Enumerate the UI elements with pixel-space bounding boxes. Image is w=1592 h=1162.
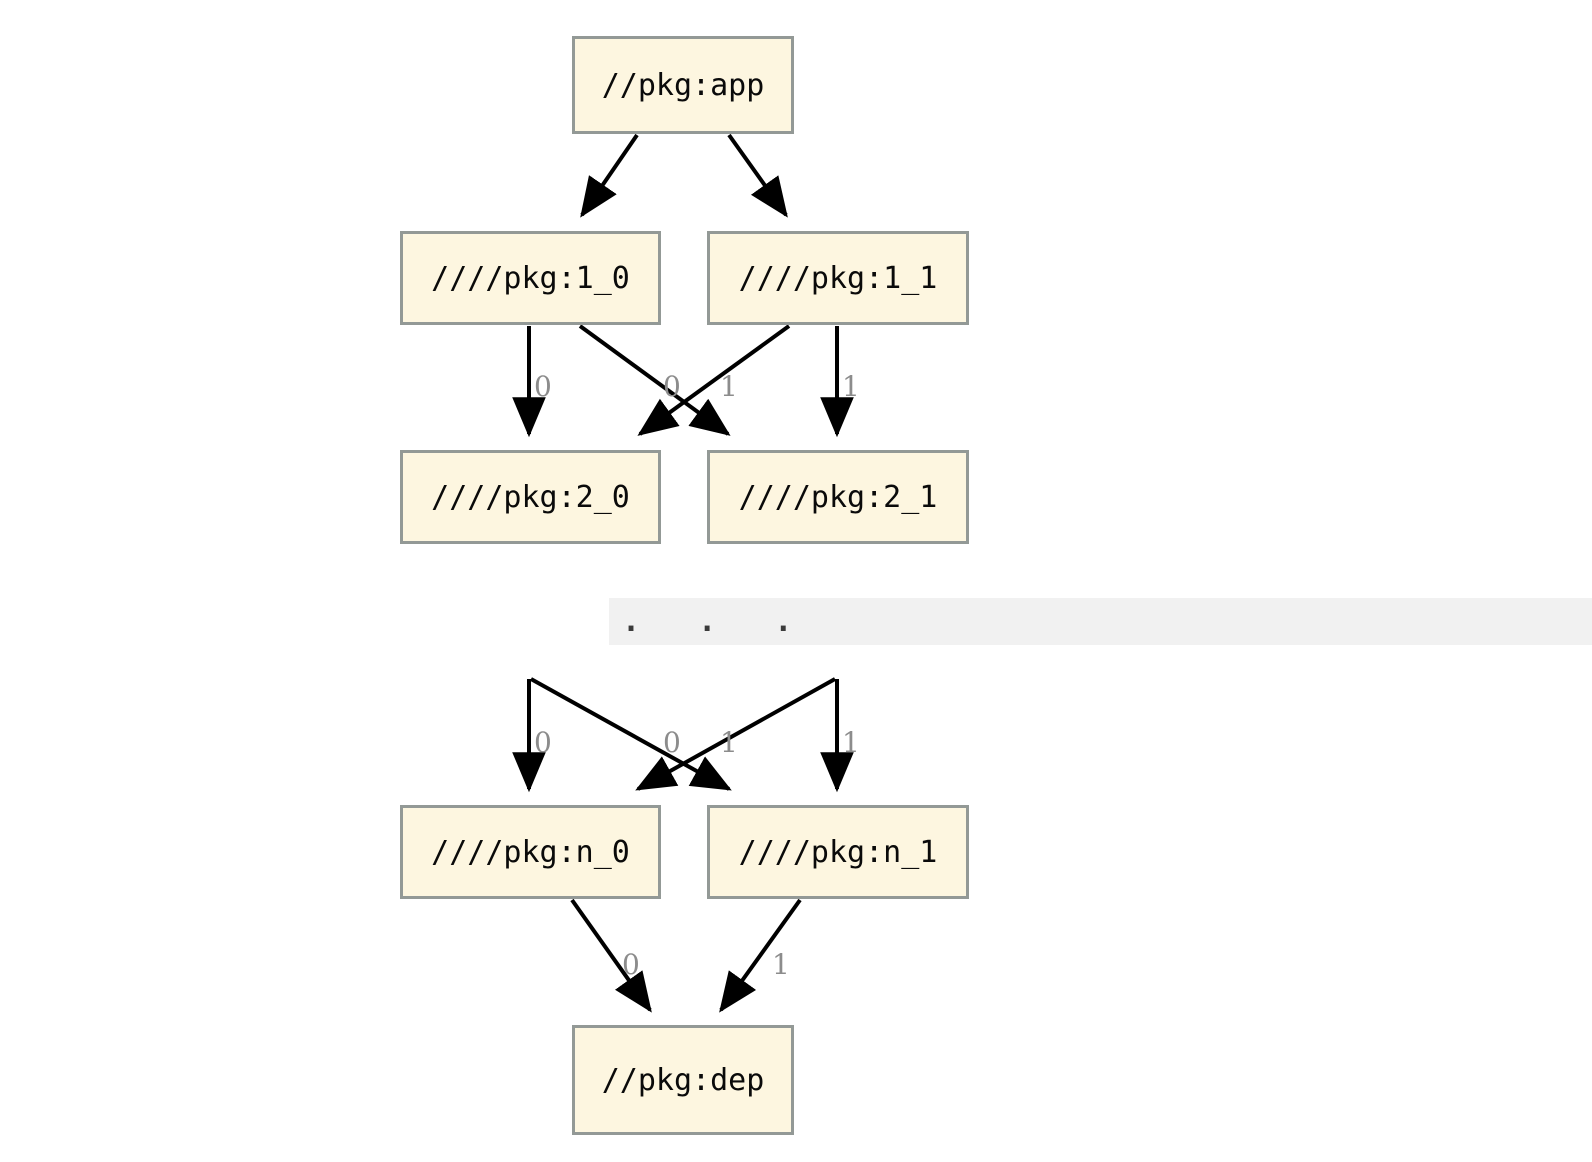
- edges-group: [512, 133, 854, 1013]
- edge-app-to-n1_1: [727, 133, 788, 218]
- edge-label: 0: [534, 726, 552, 759]
- node-label: ////pkg:1_1: [738, 260, 938, 296]
- edge-label: 0: [663, 370, 681, 403]
- edge-app-to-n1_0: [580, 133, 639, 218]
- edge-nn_1-to-dep: [719, 898, 802, 1013]
- edge-label: 1: [842, 726, 860, 759]
- node-nn_0[interactable]: ////pkg:n_0: [400, 805, 661, 899]
- node-dep[interactable]: //pkg:dep: [572, 1025, 794, 1135]
- node-label: ////pkg:1_0: [431, 260, 630, 296]
- node-label: ////pkg:n_0: [431, 834, 630, 870]
- node-n2_1[interactable]: ////pkg:2_1: [707, 450, 969, 544]
- ellipsis-text: . . .: [622, 604, 813, 639]
- edge-n1_1-to-n2_0: [637, 324, 791, 436]
- node-label: ////pkg:2_1: [738, 479, 938, 515]
- node-nn_1[interactable]: ////pkg:n_1: [707, 805, 969, 899]
- node-n1_0[interactable]: ////pkg:1_0: [400, 231, 661, 325]
- edge-nn_0-to-dep: [570, 898, 652, 1013]
- node-label: //pkg:dep: [601, 1062, 765, 1098]
- edge-label: 0: [663, 726, 681, 759]
- node-app[interactable]: //pkg:app: [572, 36, 794, 134]
- edge-none-to-nn_0: [635, 677, 836, 791]
- edge-label: 1: [772, 948, 790, 981]
- node-n1_1[interactable]: ////pkg:1_1: [707, 231, 969, 325]
- edge-label: 1: [720, 726, 738, 759]
- edge-label: 1: [842, 370, 860, 403]
- edge-n1_0-to-n2_1: [578, 324, 731, 436]
- node-label: ////pkg:n_1: [738, 834, 938, 870]
- edge-label: 0: [622, 948, 640, 981]
- ellipsis-separator-band: . . .: [609, 598, 1592, 645]
- edge-label: 0: [534, 370, 552, 403]
- edge-none-to-nn_1: [530, 677, 732, 791]
- node-label: ////pkg:2_0: [431, 479, 630, 515]
- node-n2_0[interactable]: ////pkg:2_0: [400, 450, 661, 544]
- node-label: //pkg:app: [601, 67, 765, 103]
- edge-label: 1: [720, 370, 738, 403]
